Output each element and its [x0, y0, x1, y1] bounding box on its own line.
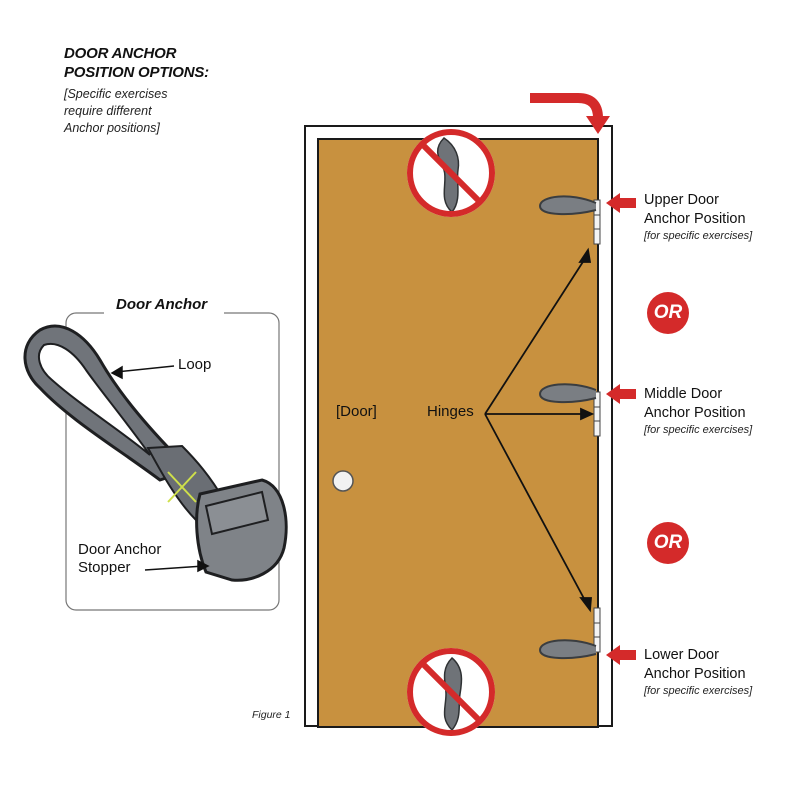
or-badge-1-text: OR: [653, 302, 683, 323]
door-panel: [317, 138, 599, 728]
subtitle-line-1: [Specific exercises: [64, 87, 168, 101]
position-lower-name-2: Anchor Position: [644, 666, 746, 682]
position-upper-name-2: Anchor Position: [644, 211, 746, 227]
red-arrow-upper-icon: [606, 193, 636, 213]
position-upper: Upper Door Anchor Position [for specific…: [644, 191, 752, 244]
position-upper-note: [for specific exercises]: [644, 230, 753, 242]
hinge-upper: [593, 199, 601, 245]
subtitle-line-2: require different: [64, 104, 152, 118]
loop-label: Loop: [178, 356, 212, 373]
position-middle-name-1: Middle Door: [644, 386, 723, 402]
title-line-2: POSITION OPTIONS:: [64, 64, 209, 81]
prohibited-bottom-icon: [407, 648, 495, 736]
hinge-lower: [593, 607, 601, 653]
position-middle: Middle Door Anchor Position [for specifi…: [644, 385, 752, 438]
hinges-label: Hinges: [427, 403, 474, 420]
anchor-loop-middle: [538, 383, 597, 404]
prohibited-top-icon: [407, 129, 495, 217]
position-upper-name-1: Upper Door: [644, 192, 719, 208]
position-lower-name-1: Lower Door: [644, 647, 719, 663]
figure-label: Figure 1: [252, 709, 291, 721]
stopper-label-line-2: Stopper: [78, 559, 131, 576]
red-arrow-lower-icon: [606, 645, 636, 665]
detail-leader-lines: [110, 365, 210, 573]
red-arrow-middle-icon: [606, 384, 636, 404]
stopper-label: Door Anchor Stopper: [78, 541, 161, 577]
hinge-pointer-lines: [484, 247, 595, 613]
top-curved-arrow-icon: [530, 93, 610, 134]
or-badge-1: OR: [647, 292, 689, 334]
or-badge-2-text: OR: [653, 532, 683, 553]
or-badge-2: OR: [647, 522, 689, 564]
stopper-label-line-1: Door Anchor: [78, 541, 162, 558]
position-lower-note: [for specific exercises]: [644, 685, 753, 697]
position-lower: Lower Door Anchor Position [for specific…: [644, 646, 752, 699]
anchor-loop-upper: [538, 195, 597, 216]
title-line-1: DOOR ANCHOR: [64, 45, 177, 62]
door-anchor-illustration: [23, 324, 288, 582]
anchor-loop-lower: [538, 639, 597, 660]
position-middle-note: [for specific exercises]: [644, 424, 753, 436]
subtitle-line-3: Anchor positions]: [64, 121, 160, 135]
position-middle-name-2: Anchor Position: [644, 405, 746, 421]
anchor-detail-title: Door Anchor: [116, 296, 208, 313]
door-knob: [332, 470, 354, 492]
diagram-subtitle: [Specific exercises require different An…: [64, 86, 168, 137]
diagram-title: DOOR ANCHOR POSITION OPTIONS:: [64, 44, 209, 82]
door-label: [Door]: [336, 403, 377, 420]
